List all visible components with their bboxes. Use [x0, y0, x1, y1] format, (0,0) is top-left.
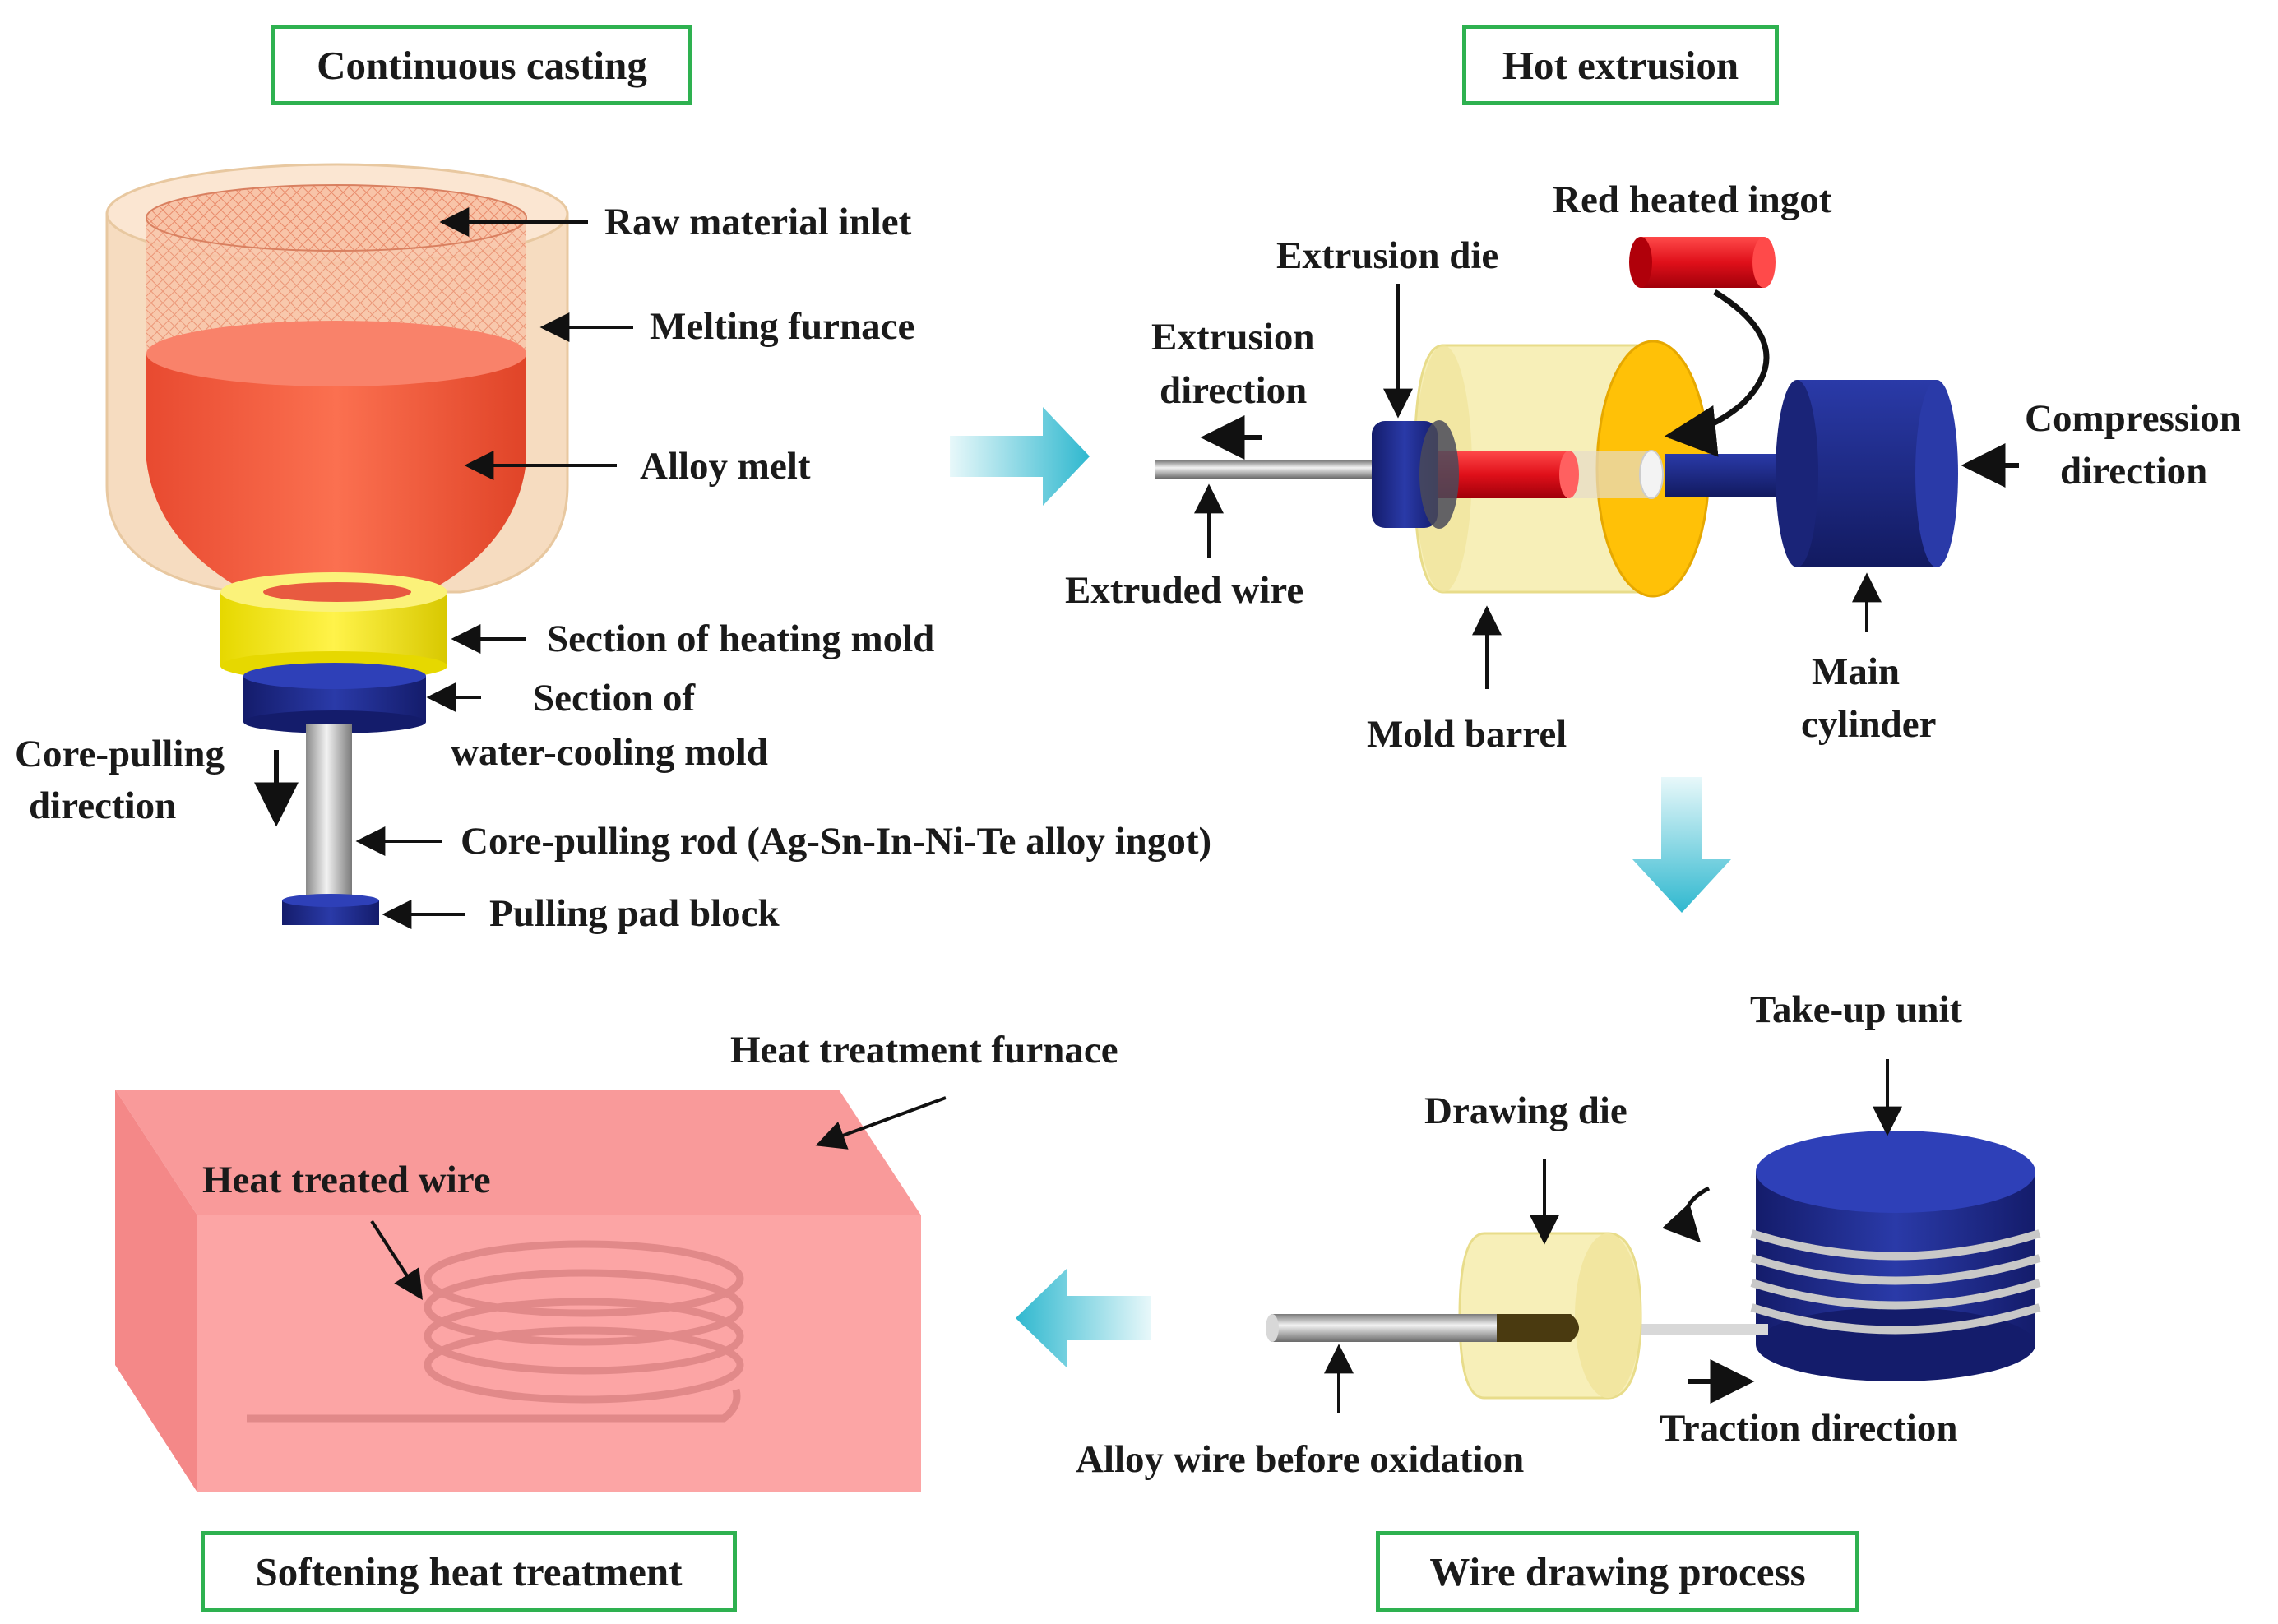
- main-cylinder-label-2: cylinder: [1801, 703, 1936, 746]
- heat-treatment-furnace: [115, 1090, 921, 1492]
- compression-direction-label-2: direction: [2060, 450, 2207, 493]
- raw-material-inlet: [146, 218, 526, 354]
- hot-extrusion-section: Red heated ingot Extrusion die Extrusion…: [1065, 178, 2241, 756]
- melting-furnace-label: Melting furnace: [650, 305, 914, 348]
- pulling-pad-block: [282, 894, 379, 925]
- extrusion-die-label: Extrusion die: [1276, 234, 1498, 277]
- stage-wire-drawing-process: Wire drawing process: [1376, 1531, 1859, 1612]
- mold-barrel-label: Mold barrel: [1367, 713, 1567, 756]
- water-cooling-mold: [243, 663, 426, 733]
- take-up-unit-label: Take-up unit: [1750, 988, 1963, 1031]
- ingot-loading-arrow: [1664, 289, 1770, 457]
- core-pulling-direction-label-1: Core-pulling: [15, 733, 225, 775]
- flow-arrow-left: [1016, 1268, 1151, 1368]
- core-pulling-rod: [306, 724, 352, 909]
- heating-mold-label: Section of heating mold: [547, 618, 934, 660]
- water-cooling-mold-label-1: Section of: [533, 677, 696, 719]
- drawing-die-label: Drawing die: [1424, 1090, 1627, 1132]
- main-cylinder: [1776, 380, 1958, 567]
- flow-arrow-right: [950, 407, 1090, 506]
- main-cylinder-label-1: Main: [1812, 650, 1900, 693]
- traction-direction-label: Traction direction: [1660, 1407, 1957, 1450]
- alloy-melt-label: Alloy melt: [640, 445, 811, 488]
- water-cooling-mold-label-2: water-cooling mold: [451, 731, 768, 774]
- heat-treated-wire-label: Heat treated wire: [202, 1159, 491, 1201]
- red-heated-ingot-label: Red heated ingot: [1553, 178, 1832, 221]
- alloy-wire-before-oxidation: [1271, 1314, 1505, 1342]
- heat-treatment-furnace-label: Heat treatment furnace: [730, 1029, 1118, 1071]
- core-pulling-direction-label-2: direction: [29, 784, 176, 827]
- take-up-unit: [1750, 1131, 2041, 1381]
- core-pulling-rod-label: Core-pulling rod (Ag-Sn-In-Ni-Te alloy i…: [461, 820, 1211, 863]
- raw-material-inlet-label: Raw material inlet: [604, 201, 912, 243]
- alloy-wire-before-oxidation-label: Alloy wire before oxidation: [1076, 1438, 1524, 1481]
- stage-hot-extrusion: Hot extrusion: [1462, 25, 1779, 105]
- stage-continuous-casting: Continuous casting: [271, 25, 692, 105]
- extruded-wire-label: Extruded wire: [1065, 569, 1303, 612]
- extruded-wire: [1155, 460, 1377, 479]
- red-heated-ingot: [1629, 237, 1776, 288]
- stage-softening-heat-treatment: Softening heat treatment: [201, 1531, 737, 1612]
- heat-treated-wire: [247, 1240, 744, 1423]
- alloy-melt: [146, 321, 526, 608]
- continuous-casting-section: Raw material inlet Melting furnace Alloy…: [15, 163, 1211, 935]
- flow-arrow-down: [1632, 777, 1731, 913]
- heat-treatment-section: Heat treatment furnace Heat treated wire: [115, 1029, 1118, 1492]
- rotation-arrow: [1662, 1186, 1711, 1243]
- wire-drawing-section: Take-up unit Drawing die Traction direct…: [1076, 988, 2041, 1481]
- compression-direction-label-1: Compression: [2025, 397, 2241, 440]
- extrusion-direction-label-1: Extrusion: [1151, 316, 1315, 359]
- pulling-pad-block-label: Pulling pad block: [489, 892, 780, 935]
- extrusion-direction-label-2: direction: [1160, 369, 1307, 412]
- extrusion-die: [1372, 420, 1459, 529]
